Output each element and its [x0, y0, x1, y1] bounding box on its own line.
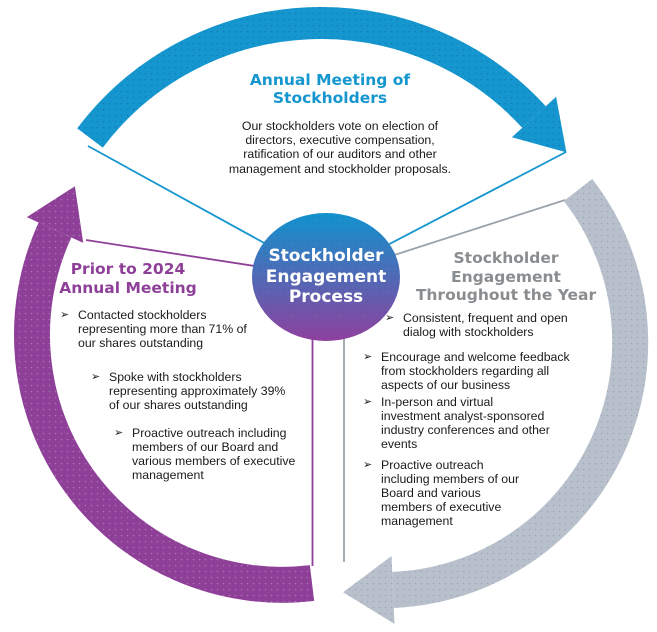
arrowhead-bullet-icon: ➢ — [91, 371, 101, 383]
right-section-heading: Stockholder Engagement Throughout the Ye… — [415, 249, 597, 304]
bullet-text: Contacted stockholders representing more… — [78, 308, 247, 350]
arrowhead-bullet-icon: ➢ — [60, 309, 70, 321]
bullet-text: Spoke with stockholders representing app… — [109, 370, 286, 412]
list-item: ➢ Proactive outreach including members o… — [114, 426, 295, 482]
top-section-body: Our stockholders vote on election of dir… — [228, 119, 452, 176]
bullet-text: Consistent, frequent and open dialog wit… — [403, 311, 568, 339]
center-circle-texture — [252, 213, 400, 341]
arrowhead-bullet-icon: ➢ — [363, 351, 373, 363]
bullet-text: Proactive outreach including members of … — [132, 426, 296, 482]
arrowhead-bullet-icon: ➢ — [363, 396, 373, 408]
bullet-text: Proactive outreach including members of … — [381, 458, 520, 528]
bullet-text: Encourage and welcome feedback from stoc… — [381, 350, 570, 392]
blue-arrowhead-texture — [511, 96, 567, 153]
center-label: Stockholder Engagement Process — [265, 246, 387, 307]
top-section-heading: Annual Meeting of Stockholders — [249, 71, 411, 107]
gray-arc-band-texture — [392, 178, 649, 608]
arrowhead-bullet-icon: ➢ — [363, 459, 373, 471]
arrowhead-bullet-icon: ➢ — [114, 427, 124, 439]
left-section-heading: Prior to 2024 Annual Meeting — [59, 260, 197, 297]
purple-arc-band-texture — [14, 222, 315, 603]
list-item: ➢ Consistent, frequent and open dialog w… — [385, 311, 568, 339]
blue-arc-band-texture — [77, 7, 546, 148]
arrowhead-bullet-icon: ➢ — [385, 312, 395, 324]
list-item: ➢ Encourage and welcome feedback from st… — [363, 350, 570, 392]
bullet-text: In-person and virtual investment analyst… — [381, 395, 550, 451]
purple-arrowhead-texture — [26, 186, 84, 243]
list-item: ➢ Spoke with stockholders representing a… — [91, 370, 285, 412]
list-item: ➢ Contacted stockholders representing mo… — [60, 308, 247, 350]
list-item: ➢ In-person and virtual investment analy… — [363, 395, 550, 451]
list-item: ➢ Proactive outreach including members o… — [363, 458, 519, 528]
gray-arrowhead-texture — [343, 556, 395, 624]
